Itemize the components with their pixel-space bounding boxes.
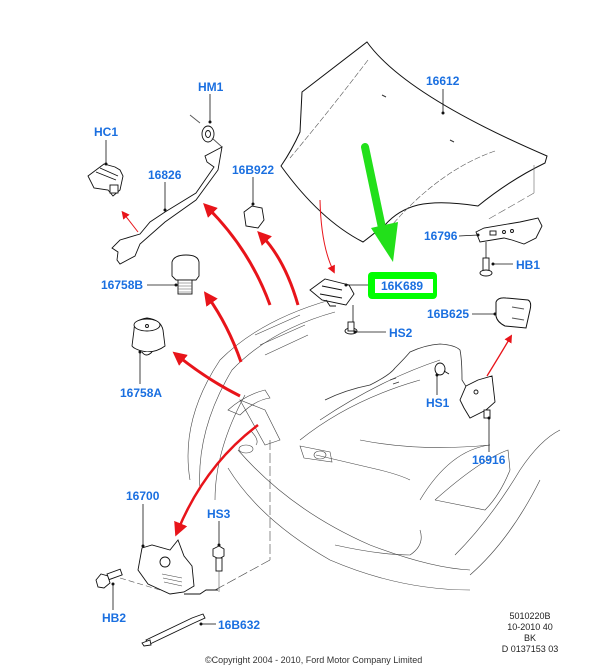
label-16b625[interactable]: 16B625 xyxy=(427,307,470,321)
label-16826[interactable]: 16826 xyxy=(148,168,182,182)
label-hs1[interactable]: HS1 xyxy=(426,396,450,410)
bump-stop-16758b-drawing xyxy=(171,254,200,295)
diagram-metadata: 5010220B 10-2010 40 BK D 0137153 03 xyxy=(480,611,580,655)
green-highlight-arrow xyxy=(361,143,398,262)
red-arrows xyxy=(121,199,513,537)
metadata-line-1: 5010220B xyxy=(509,611,551,621)
label-16796[interactable]: 16796 xyxy=(424,229,458,243)
bolt-hb1-drawing xyxy=(479,257,493,277)
label-16700[interactable]: 16700 xyxy=(126,489,160,503)
lever-16916-drawing xyxy=(459,375,496,419)
label-16612[interactable]: 16612 xyxy=(426,74,460,88)
arrow-to-16758b xyxy=(203,291,243,363)
hood-panel-drawing xyxy=(280,41,548,243)
label-hm1[interactable]: HM1 xyxy=(198,80,224,94)
cover-16b625-drawing xyxy=(495,297,532,329)
copyright-notice: ©Copyright 2004 - 2010, Ford Motor Compa… xyxy=(205,655,423,665)
label-16k689[interactable]: 16K689 xyxy=(381,279,424,293)
arrow-to-16758a xyxy=(172,351,241,398)
label-hs3[interactable]: HS3 xyxy=(207,507,231,521)
screw-hs1-drawing xyxy=(434,362,450,376)
rod-16b632-drawing xyxy=(141,613,206,647)
car-body-outline xyxy=(187,299,561,591)
release-cable-drawing xyxy=(324,343,468,401)
bracket-16b922-drawing xyxy=(243,205,265,229)
hinge-16796-drawing xyxy=(475,217,543,245)
screw-hs2-drawing xyxy=(344,321,358,335)
label-hc1[interactable]: HC1 xyxy=(94,125,119,139)
arrow-to-16k689 xyxy=(319,199,335,274)
leader-dots xyxy=(104,111,497,626)
prop-rod-drawing xyxy=(111,114,223,265)
arrow-to-16700 xyxy=(174,424,259,537)
label-16758b[interactable]: 16758B xyxy=(101,278,144,292)
arrow-to-hc1 xyxy=(121,210,139,233)
metadata-line-2: 10-2010 40 xyxy=(507,622,553,632)
label-hs2[interactable]: HS2 xyxy=(389,326,413,340)
bolt-hs3-drawing xyxy=(212,545,225,572)
metadata-line-4: D 0137153 03 xyxy=(501,644,559,654)
label-16758a[interactable]: 16758A xyxy=(120,386,163,400)
arrow-to-16826 xyxy=(203,203,272,306)
hood-latch-16700-drawing xyxy=(137,539,218,595)
label-16b922[interactable]: 16B922 xyxy=(232,163,275,177)
label-16b632[interactable]: 16B632 xyxy=(218,618,261,632)
label-hb1[interactable]: HB1 xyxy=(516,258,541,272)
metadata-line-3: BK xyxy=(523,633,536,643)
bolt-hb2-drawing xyxy=(95,568,123,589)
highlight-box-inner xyxy=(375,279,433,293)
hood-clip-drawing xyxy=(87,163,124,197)
leader-lines xyxy=(105,89,513,625)
arrow-to-16b625 xyxy=(486,334,513,377)
label-hb2[interactable]: HB2 xyxy=(102,611,127,625)
release-handle-16k689-drawing xyxy=(309,278,355,307)
bump-stop-16758a-drawing xyxy=(131,317,166,356)
label-16916[interactable]: 16916 xyxy=(472,453,506,467)
arrow-to-16b922 xyxy=(257,230,300,306)
